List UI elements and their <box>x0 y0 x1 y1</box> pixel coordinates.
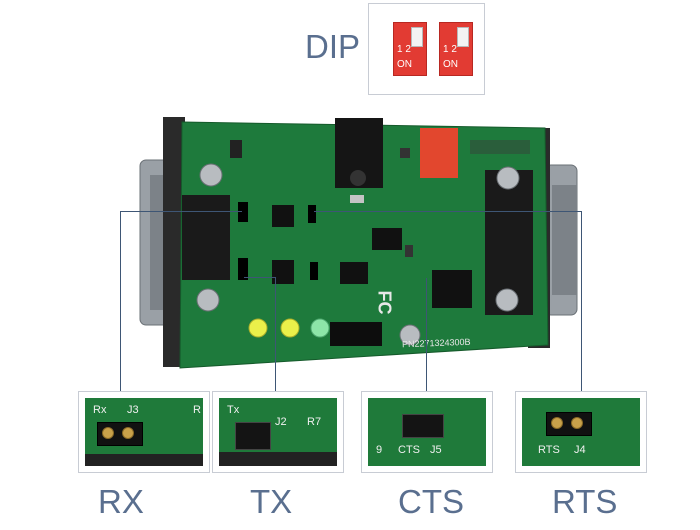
dip-switch-2: 1 2 ON <box>439 22 473 76</box>
callout-tx-horizontal <box>244 277 276 278</box>
dip-switch-2-knob <box>457 27 469 47</box>
screw-top-left <box>199 163 223 187</box>
dip-switch-2-numbers: 1 2 <box>443 44 457 55</box>
fc-mark: FC <box>374 290 395 315</box>
smd-1 <box>350 195 364 203</box>
dip-switch-1-knob <box>411 27 423 47</box>
detail-rx: Rx J3 R <box>78 391 210 473</box>
power-jack-hole <box>350 170 366 186</box>
detail-rx-connector <box>85 454 203 466</box>
detail-tx-extra: R7 <box>307 416 322 428</box>
label-cts: CTS <box>398 483 464 520</box>
board-jumper-tx <box>238 258 248 280</box>
left-connector-block <box>182 195 230 280</box>
detail-cts-extra: 9 <box>376 444 383 456</box>
label-rx: RX <box>98 483 144 520</box>
dip-title: DIP <box>305 28 361 65</box>
board-jumper-rx <box>238 202 248 222</box>
detail-cts-jumper-label: J5 <box>430 444 442 456</box>
detail-rts-pin-2 <box>571 417 583 429</box>
smd-3 <box>400 148 410 158</box>
ic-relay <box>330 322 382 346</box>
board-jumper-cts <box>310 262 318 280</box>
led-yellow-1 <box>248 318 268 338</box>
callout-rts-horizontal <box>314 211 582 212</box>
ic-main <box>432 270 472 308</box>
detail-cts-jumper-cap <box>402 414 444 438</box>
dip-switch-1: 1 2 ON <box>393 22 427 76</box>
detail-rts-pin-1 <box>551 417 563 429</box>
callout-tx-vertical <box>275 277 276 391</box>
dip-switch-1-numbers: 1 2 <box>397 44 411 55</box>
led-yellow-2 <box>280 318 300 338</box>
callout-rx-vertical <box>120 211 121 391</box>
screw-middle <box>399 324 421 346</box>
detail-rx-jumper-label: J3 <box>127 404 139 416</box>
ic-1 <box>272 205 294 227</box>
ic-3 <box>272 260 294 284</box>
detail-tx: Tx J2 R7 <box>212 391 344 473</box>
detail-rx-extra: R <box>193 404 201 416</box>
detail-tx-silk-label: Tx <box>227 404 240 416</box>
right-db9-body <box>552 185 577 295</box>
label-rts: RTS <box>552 483 618 520</box>
dip-switch-panel: 1 2 ON 1 2 ON <box>368 3 485 95</box>
detail-rts-jumper-label: J4 <box>574 444 586 456</box>
detail-rx-header <box>97 422 143 446</box>
screw-bottom-left <box>196 288 220 312</box>
smd-4 <box>405 245 413 257</box>
detail-tx-jumper-cap <box>235 422 271 450</box>
callout-rx-horizontal <box>120 211 242 212</box>
screw-bottom-right <box>495 288 519 312</box>
detail-cts: 9 CTS J5 <box>361 391 493 473</box>
detail-rts-silk-label: RTS <box>538 444 560 456</box>
left-rail <box>163 117 185 367</box>
smd-2 <box>230 140 242 158</box>
detail-cts-silk-label: CTS <box>398 444 420 456</box>
dip-switch-2-on: ON <box>443 59 458 70</box>
callout-cts-vertical <box>426 278 427 391</box>
smd-row <box>470 140 530 154</box>
detail-rx-silk-label: Rx <box>93 404 107 416</box>
board-jumper-rts <box>308 205 316 223</box>
detail-rx-pin-2 <box>122 427 134 439</box>
callout-rts-vertical <box>581 211 582 391</box>
detail-rts: RTS J4 <box>515 391 647 473</box>
detail-tx-connector <box>219 452 337 466</box>
red-header <box>420 128 458 178</box>
ic-4 <box>340 262 368 284</box>
ic-2 <box>372 228 402 250</box>
detail-tx-jumper-label: J2 <box>275 416 287 428</box>
led-green <box>310 318 330 338</box>
dip-switch-1-on: ON <box>397 59 412 70</box>
detail-rx-pin-1 <box>102 427 114 439</box>
label-tx: TX <box>250 483 293 520</box>
screw-top-right <box>496 166 520 190</box>
